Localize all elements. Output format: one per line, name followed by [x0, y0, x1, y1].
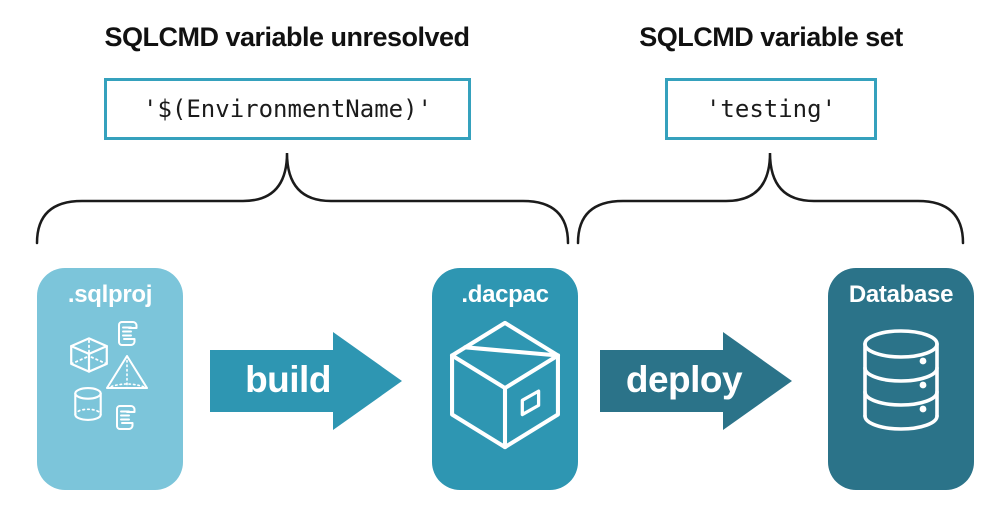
right-brace [576, 152, 965, 245]
node-database-label: Database [848, 281, 954, 308]
script-icon [118, 321, 138, 346]
code-value-set: 'testing' [705, 95, 837, 123]
deploy-arrow: deploy [600, 332, 792, 430]
node-dacpac: .dacpac [432, 268, 578, 490]
node-database: Database [828, 268, 974, 490]
heading-variable-unresolved: SQLCMD variable unresolved [104, 22, 470, 52]
node-sqlproj-label: .sqlproj [67, 281, 153, 308]
code-box-unresolved: '$(EnvironmentName)' [104, 78, 471, 140]
cylinder-icon [74, 387, 102, 421]
code-box-set: 'testing' [665, 78, 877, 140]
build-arrow-label: build [245, 359, 331, 400]
script-icon [116, 405, 136, 430]
node-sqlproj: .sqlproj [37, 268, 183, 490]
code-value-unresolved: '$(EnvironmentName)' [143, 95, 432, 123]
deploy-arrow-shape [600, 332, 792, 430]
build-arrow-shape [210, 332, 402, 430]
package-icon [450, 320, 560, 450]
build-arrow: build [210, 332, 402, 430]
cube-icon [70, 337, 108, 373]
node-dacpac-label: .dacpac [461, 281, 549, 308]
pyramid-icon [106, 355, 148, 389]
deploy-arrow-label: deploy [625, 359, 743, 400]
database-icon [863, 329, 939, 431]
left-brace [35, 152, 570, 245]
heading-variable-set: SQLCMD variable set [639, 22, 903, 52]
